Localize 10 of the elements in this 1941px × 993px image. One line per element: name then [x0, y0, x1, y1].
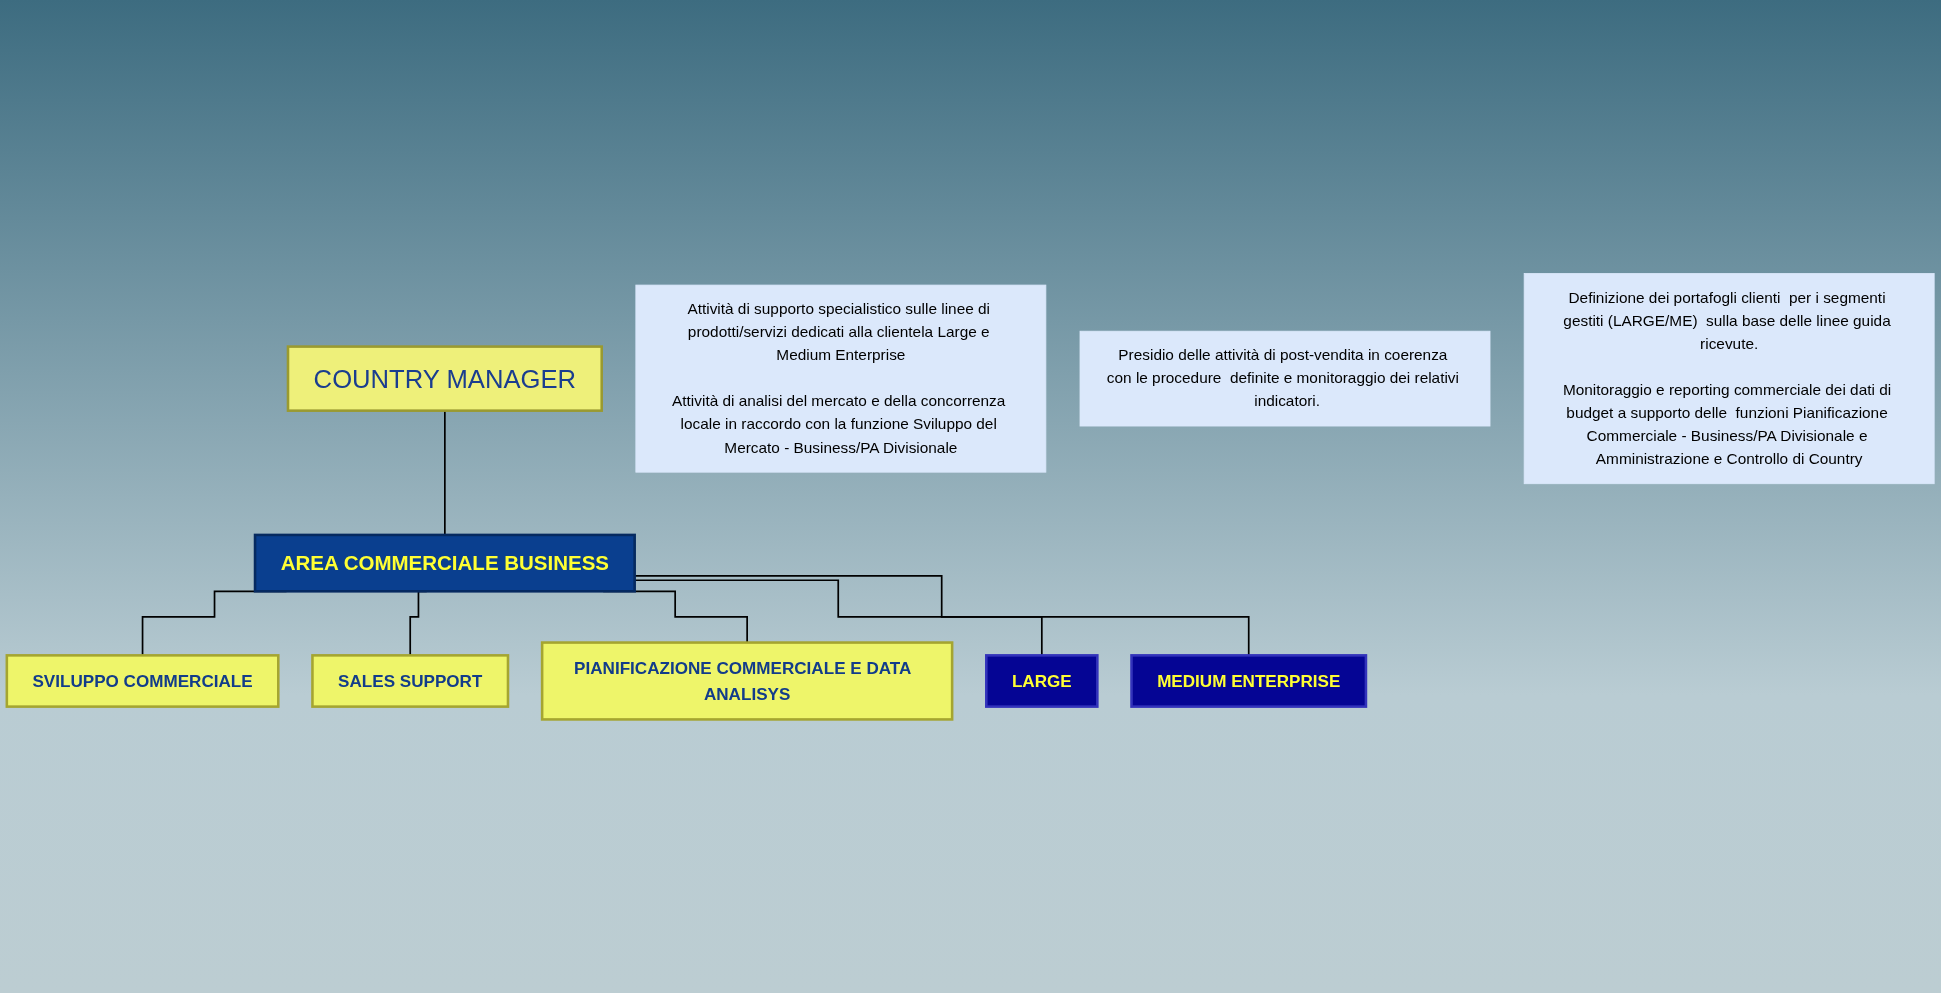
node-box	[540, 641, 954, 721]
node-box	[1079, 330, 1491, 427]
node-box	[253, 533, 636, 593]
node-box	[286, 345, 603, 412]
node-box	[985, 654, 1099, 708]
node-box	[635, 284, 1047, 473]
node-box	[311, 654, 510, 708]
node-box	[1130, 654, 1368, 708]
node-box	[1523, 273, 1935, 485]
node-box	[5, 654, 280, 708]
